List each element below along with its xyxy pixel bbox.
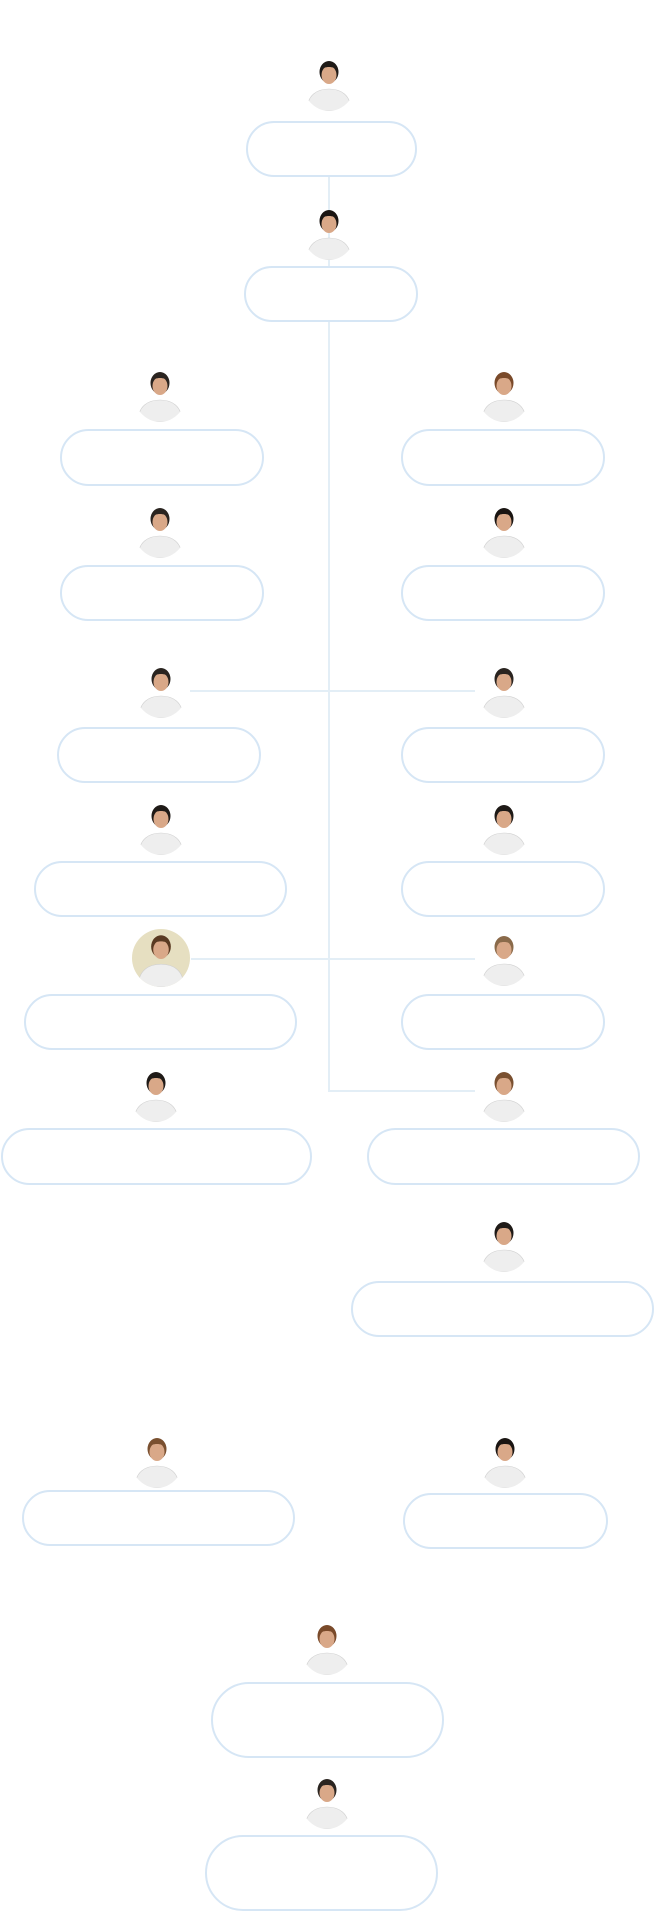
connector-row-3 <box>328 1090 475 1092</box>
node-card-16[interactable] <box>22 1490 295 1546</box>
node-card-14[interactable] <box>367 1128 640 1185</box>
person-photo-icon <box>481 1222 527 1272</box>
person-photo-icon <box>304 1779 350 1829</box>
person-photo-icon <box>137 935 185 987</box>
person-photo-icon <box>138 668 184 718</box>
avatar-17 <box>479 1432 531 1488</box>
avatar-8 <box>478 662 530 718</box>
person-photo-icon <box>481 668 527 718</box>
node-card-9[interactable] <box>34 861 287 917</box>
connector-row-2 <box>191 958 475 960</box>
node-card-15[interactable] <box>351 1281 654 1337</box>
person-photo-icon <box>481 1072 527 1122</box>
avatar-6 <box>478 502 530 558</box>
avatar-5 <box>134 502 186 558</box>
person-photo-icon <box>138 805 184 855</box>
avatar-15 <box>478 1216 530 1272</box>
node-card-1[interactable] <box>246 121 417 177</box>
person-photo-icon <box>306 210 352 260</box>
person-photo-icon <box>304 1625 350 1675</box>
node-card-10[interactable] <box>401 861 605 917</box>
avatar-16 <box>131 1432 183 1488</box>
node-card-8[interactable] <box>401 727 605 783</box>
avatar-19 <box>301 1773 353 1829</box>
avatar-4 <box>478 366 530 422</box>
person-photo-icon <box>134 1438 180 1488</box>
avatar-3 <box>134 366 186 422</box>
person-photo-icon <box>482 1438 528 1488</box>
connector-trunk <box>328 322 330 1092</box>
avatar-14 <box>478 1066 530 1122</box>
avatar-1 <box>303 55 355 111</box>
node-card-2[interactable] <box>244 266 418 322</box>
person-photo-icon <box>481 805 527 855</box>
node-card-7[interactable] <box>57 727 261 783</box>
avatar-18 <box>301 1619 353 1675</box>
person-photo-icon <box>137 372 183 422</box>
node-card-3[interactable] <box>60 429 264 486</box>
person-photo-icon <box>306 61 352 111</box>
node-card-4[interactable] <box>401 429 605 486</box>
node-card-13[interactable] <box>1 1128 312 1185</box>
avatar-2 <box>303 204 355 260</box>
avatar-7 <box>135 662 187 718</box>
person-photo-icon <box>133 1072 179 1122</box>
person-photo-icon <box>481 936 527 986</box>
person-photo-icon <box>481 372 527 422</box>
node-card-12[interactable] <box>401 994 605 1050</box>
node-card-6[interactable] <box>401 565 605 621</box>
node-card-5[interactable] <box>60 565 264 621</box>
avatar-12 <box>478 930 530 986</box>
person-photo-icon <box>137 508 183 558</box>
node-card-17[interactable] <box>403 1493 608 1549</box>
avatar-13 <box>130 1066 182 1122</box>
avatar-10 <box>478 799 530 855</box>
node-card-11[interactable] <box>24 994 297 1050</box>
node-card-19[interactable] <box>205 1835 438 1911</box>
person-photo-icon <box>481 508 527 558</box>
avatar-11 <box>132 929 190 987</box>
connector-row-1 <box>190 690 475 692</box>
node-card-18[interactable] <box>211 1682 444 1758</box>
avatar-9 <box>135 799 187 855</box>
